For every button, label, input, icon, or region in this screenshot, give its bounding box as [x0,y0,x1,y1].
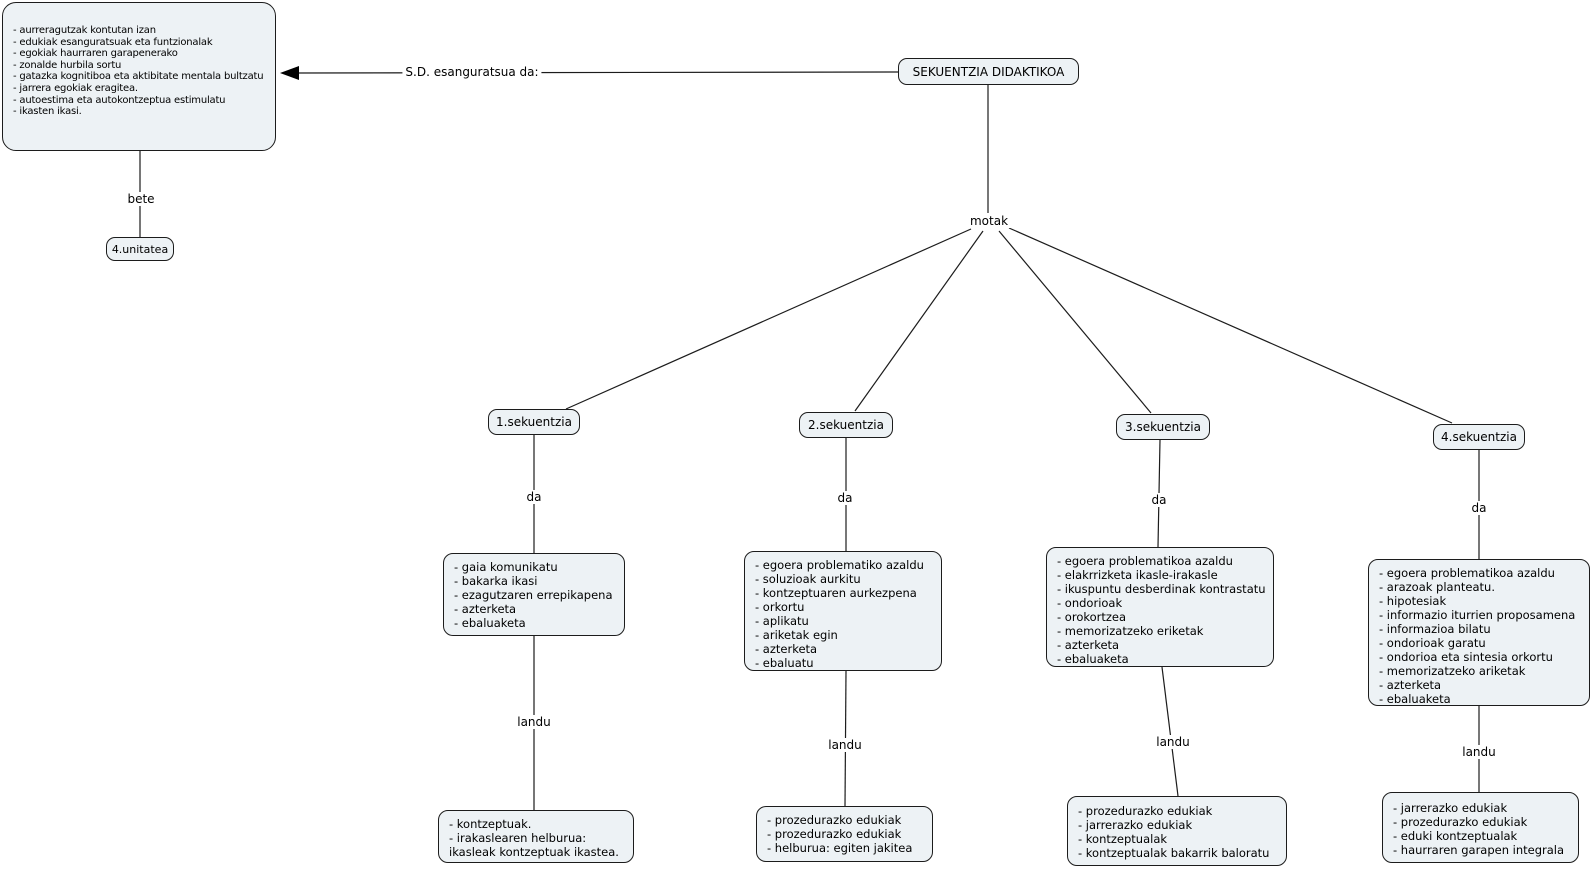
list-line: - eduki kontzeptualak [1393,829,1518,843]
link-label-landu-4[interactable]: landu [1459,745,1499,759]
node-sequence-1-steps[interactable]: - gaia komunikatu- bakarka ikasi- ezagut… [443,553,625,636]
list-line: - hipotesiak [1379,594,1447,608]
list-line: - ariketak egin [755,628,838,642]
node-unit[interactable]: 4.unitatea [106,237,174,261]
line-motak-seq4 [1008,227,1453,424]
list-line: - prozedurazko edukiak [767,813,902,827]
list-line: - gatazka kognitiboa eta aktibitate ment… [13,71,264,83]
list-line: - egoera problematikoa azaldu [1379,566,1555,580]
list-line: - ikasten ikasi. [13,106,82,118]
list-line: - aplikatu [755,614,809,628]
list-line: - edukiak esanguratsuak eta funtzionalak [13,36,213,48]
link-label-landu-1[interactable]: landu [514,715,554,729]
list-line: - ikuspuntu desberdinak kontrastatu [1057,582,1266,596]
list-line: - prozedurazko edukiak [1393,815,1528,829]
list-line: - memorizatzeko eriketak [1057,624,1204,638]
link-label-da-4[interactable]: da [1468,501,1490,515]
list-line: - informazio iturrien proposamena [1379,608,1576,622]
list-line: - autoestima eta autokontzeptua estimula… [13,94,226,106]
node-sequence-1[interactable]: 1.sekuentzia [488,409,580,435]
list-line: - ezagutzaren errepikapena [454,588,613,602]
line-motak-seq3 [998,230,1152,414]
list-line: - jarrerazko edukiak [1078,818,1193,832]
node-sequence-3-steps[interactable]: - egoera problematikoa azaldu- elakrrizk… [1046,547,1274,667]
list-line: - informazioa bilatu [1379,622,1491,636]
list-line: - soluzioak aurkitu [755,572,861,586]
list-line: - azterketa [1379,678,1442,692]
link-label-landu-2[interactable]: landu [825,738,865,752]
list-line: - ebaluatu [755,656,814,670]
list-line: - egoera problematikoa azaldu [1057,554,1233,568]
node-sequence-2[interactable]: 2.sekuentzia [799,412,893,438]
node-root[interactable]: SEKUENTZIA DIDAKTIKOA [898,58,1079,85]
node-sequence-1-contents[interactable]: - kontzeptuak.- irakaslearen helburua:ik… [438,810,634,863]
list-line: - kontzeptualak bakarrik baloratu [1078,846,1270,860]
list-line: - kontzeptualak [1078,832,1168,846]
list-line: - ondorioak garatu [1379,636,1486,650]
node-sequence-4[interactable]: 4.sekuentzia [1433,424,1525,450]
list-line: - ebaluaketa [454,616,526,630]
list-line: - orkortu [755,600,805,614]
list-line: ikasleak kontzeptuak ikastea. [449,845,619,859]
node-sequence-2-contents[interactable]: - prozedurazko edukiak- prozedurazko edu… [756,806,933,862]
node-sequence-4-contents[interactable]: - jarrerazko edukiak- prozedurazko eduki… [1382,792,1579,863]
list-line: - elakrrizketa ikasle-irakasle [1057,568,1218,582]
list-line: - haurraren garapen integrala [1393,843,1565,857]
node-sequence-2-steps[interactable]: - egoera problematiko azaldu- soluzioak … [744,551,942,671]
list-line: - helburua: egiten jakitea [767,841,913,855]
line-esanguratsua [297,71,900,74]
link-label-da-3[interactable]: da [1148,493,1170,507]
link-label-landu-3[interactable]: landu [1153,735,1193,749]
node-sequence-3-contents[interactable]: - prozedurazko edukiak- jarrerazko eduki… [1067,796,1287,866]
list-line: - kontzeptuak. [449,817,532,831]
line-seq3-landu [1161,666,1179,797]
list-line: - jarrera egokiak eragitea. [13,82,138,94]
list-line: - ebaluaketa [1379,692,1451,706]
list-line: - ondorioak [1057,596,1123,610]
list-line: - memorizatzeko ariketak [1379,664,1526,678]
list-line: - kontzeptuaren aurkezpena [755,586,917,600]
list-line: - azterketa [755,642,818,656]
link-label-motak[interactable]: motak [966,214,1012,228]
list-line: - arazoak planteatu. [1379,580,1495,594]
node-sequence-3[interactable]: 3.sekuentzia [1116,414,1210,440]
list-line: - egoera problematiko azaldu [755,558,924,572]
arrowhead-icon [280,66,299,80]
list-line: - azterketa [1057,638,1120,652]
link-label-bete[interactable]: bete [124,192,158,206]
list-line: - egokiak haurraren garapenerako [13,48,178,60]
list-line: - zonalde hurbila sortu [13,59,122,71]
list-line: - bakarka ikasi [454,574,538,588]
list-line: - prozedurazko edukiak [1078,804,1213,818]
link-label-da-2[interactable]: da [834,491,856,505]
list-line: - orokortzea [1057,610,1127,624]
link-label-da-1[interactable]: da [523,490,545,504]
node-sequence-4-steps[interactable]: - egoera problematikoa azaldu- arazoak p… [1368,559,1590,706]
node-principles[interactable]: - aurreragutzak kontutan izan- edukiak e… [2,2,276,151]
list-line: - ebaluaketa [1057,652,1129,666]
list-line: - jarrerazko edukiak [1393,801,1508,815]
link-label-esanguratsua[interactable]: S.D. esanguratsua da: [402,65,542,79]
list-line: - aurreragutzak kontutan izan [13,25,156,36]
list-line: - azterketa [454,602,517,616]
list-line: - irakaslearen helburua: [449,831,587,845]
line-motak-seq2 [854,230,984,412]
list-line: - gaia komunikatu [454,560,558,574]
list-line: - prozedurazko edukiak [767,827,902,841]
list-line: - ondorioa eta sintesia orkortu [1379,650,1553,664]
line-motak-seq1 [565,228,972,410]
